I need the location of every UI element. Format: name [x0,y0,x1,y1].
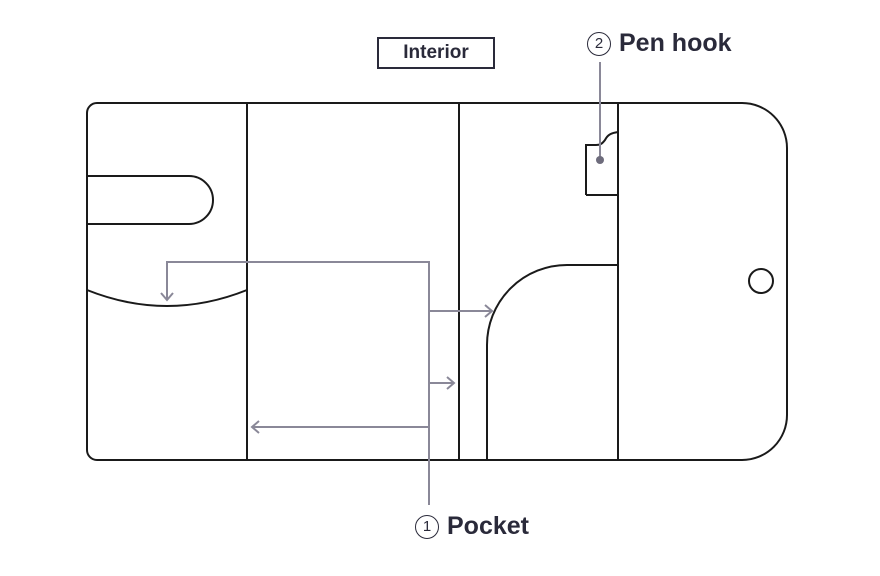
pen-hook [585,131,619,196]
number-badge: 2 [587,32,611,56]
arrow-head-left-pocket [160,292,174,302]
label-text: Pen hook [619,29,732,57]
card-slot [87,175,214,225]
label-pen-hook: 2 Pen hook [587,29,732,58]
curved-pocket [486,264,618,460]
number-badge: 1 [415,515,439,539]
label-pocket: 1 Pocket [415,512,529,541]
pen-hook-dot [596,156,604,164]
pocket-leader-trunk [166,261,430,505]
diagram-title: Interior [377,37,495,69]
outer-outline [86,102,788,461]
snap-button [748,268,774,294]
arrow-head-curved [484,304,494,318]
arrow-head-back [250,420,260,434]
left-pocket-edge [86,289,248,307]
arrow-head-middle [446,376,456,390]
label-text: Pocket [447,512,529,540]
